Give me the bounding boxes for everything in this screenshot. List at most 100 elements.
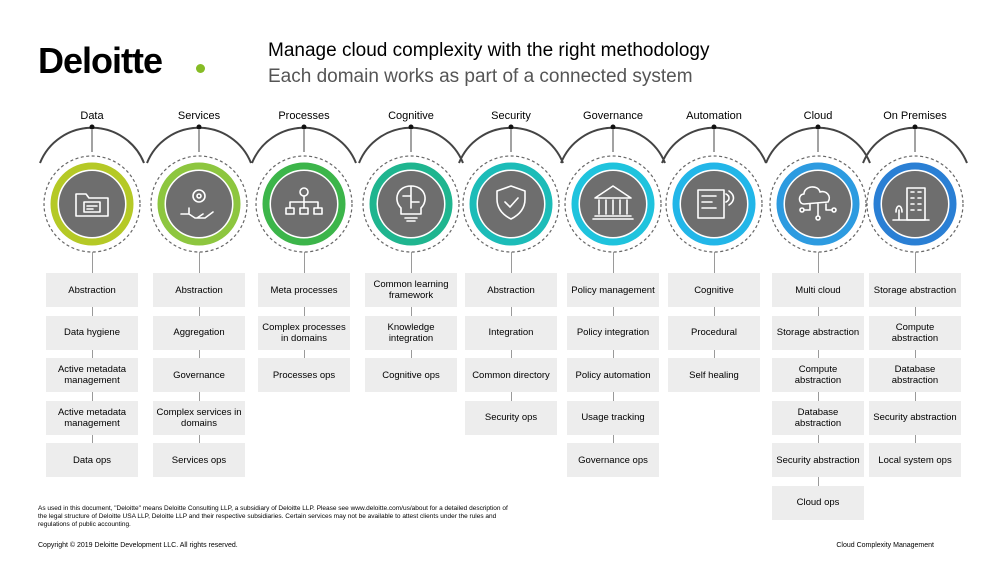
color-ring	[776, 162, 860, 246]
domain-item: Abstraction	[465, 273, 557, 307]
domain-node-data	[43, 155, 141, 253]
domain-item: Usage tracking	[567, 400, 659, 435]
domain-item: Integration	[465, 315, 557, 350]
footer-label: Cloud Complexity Management	[836, 542, 934, 549]
domain-item: Services ops	[153, 443, 245, 477]
legal-disclaimer: As used in this document, "Deloitte" mea…	[38, 505, 508, 528]
domain-item: Database abstraction	[772, 400, 864, 435]
domain-item: Governance	[153, 358, 245, 392]
process-network-icon	[285, 187, 323, 215]
domain-item: Self healing	[668, 358, 760, 392]
domain-item: Security abstraction	[772, 443, 864, 477]
domain-label-cognitive: Cognitive	[388, 110, 434, 122]
label-dot	[89, 124, 95, 130]
domain-item: Active metadata management	[46, 400, 138, 435]
logo-dot	[196, 64, 205, 73]
label-dot	[508, 124, 514, 130]
domain-item: Procedural	[668, 315, 760, 350]
domain-label-security: Security	[491, 110, 531, 122]
icon-disc	[681, 171, 747, 237]
robot-device-icon	[697, 189, 735, 219]
label-dot	[815, 124, 821, 130]
label-dot	[408, 124, 414, 130]
hand-gear-icon	[180, 189, 214, 219]
domain-item: Processes ops	[258, 358, 350, 392]
domain-item: Aggregation	[153, 315, 245, 350]
domain-item: Data ops	[46, 443, 138, 477]
item-stem	[411, 252, 412, 367]
page-title: Manage cloud complexity with the right m…	[268, 40, 710, 61]
domain-node-processes	[255, 155, 353, 253]
domain-item: Policy management	[567, 273, 659, 307]
domain-label-processes: Processes	[278, 110, 330, 122]
domain-item: Storage abstraction	[772, 315, 864, 350]
icon-disc	[882, 171, 948, 237]
brain-bulb-icon	[396, 185, 426, 222]
building-icon	[892, 187, 930, 221]
domain-item: Multi cloud	[772, 273, 864, 307]
folder-icon	[75, 193, 109, 217]
domain-item: Complex processes in domains	[258, 315, 350, 350]
label-dot	[711, 124, 717, 130]
domain-node-cloud	[769, 155, 867, 253]
domain-item: Data hygiene	[46, 315, 138, 350]
domain-item: Active metadata management	[46, 358, 138, 392]
domain-node-automation	[665, 155, 763, 253]
domain-node-cognitive	[362, 155, 460, 253]
domain-item: Policy automation	[567, 358, 659, 392]
color-ring	[672, 162, 756, 246]
domain-label-governance: Governance	[583, 110, 643, 122]
icon-disc	[59, 171, 125, 237]
item-stem	[304, 252, 305, 367]
domain-label-on-premises: On Premises	[883, 110, 947, 122]
domain-node-governance	[564, 155, 662, 253]
color-ring	[157, 162, 241, 246]
domain-item: Complex services in domains	[153, 400, 245, 435]
domain-item: Storage abstraction	[869, 273, 961, 307]
institution-icon	[592, 185, 634, 220]
domain-node-on-premises	[866, 155, 964, 253]
deloitte-logo: Deloitte	[38, 40, 163, 81]
domain-item: Database abstraction	[869, 358, 961, 392]
domain-item: Meta processes	[258, 273, 350, 307]
domain-item: Governance ops	[567, 443, 659, 477]
domain-label-data: Data	[80, 110, 104, 122]
color-ring	[571, 162, 655, 246]
label-dot	[196, 124, 202, 130]
icon-disc	[166, 171, 232, 237]
icon-disc	[478, 171, 544, 237]
domain-item: Cognitive ops	[365, 358, 457, 392]
item-stem	[714, 252, 715, 367]
domain-item: Policy integration	[567, 315, 659, 350]
color-ring	[873, 162, 957, 246]
domain-item: Cloud ops	[772, 485, 864, 520]
domain-item: Compute abstraction	[772, 358, 864, 392]
domain-item: Abstraction	[46, 273, 138, 307]
page-subtitle: Each domain works as part of a connected…	[268, 66, 693, 87]
domain-item: Cognitive	[668, 273, 760, 307]
item-stem	[199, 252, 200, 452]
domain-item: Common learning framework	[365, 273, 457, 307]
domain-item: Security ops	[465, 400, 557, 435]
domain-label-cloud: Cloud	[803, 110, 833, 122]
color-ring	[469, 162, 553, 246]
domain-item: Security abstraction	[869, 400, 961, 435]
color-ring	[369, 162, 453, 246]
domain-node-services	[150, 155, 248, 253]
color-ring	[262, 162, 346, 246]
item-stem	[613, 252, 614, 452]
color-ring	[50, 162, 134, 246]
domain-item: Common directory	[465, 358, 557, 392]
item-stem	[915, 252, 916, 452]
label-dot	[912, 124, 918, 130]
shield-check-icon	[496, 185, 526, 220]
item-stem	[92, 252, 93, 452]
copyright-notice: Copyright © 2019 Deloitte Development LL…	[38, 542, 238, 549]
domain-node-security	[462, 155, 560, 253]
domain-label-automation: Automation	[686, 110, 742, 122]
label-dot	[610, 124, 616, 130]
domain-diagram	[39, 124, 968, 253]
domain-label-services: Services	[177, 110, 221, 122]
cloud-network-icon	[798, 186, 837, 221]
domain-item: Local system ops	[869, 443, 961, 477]
